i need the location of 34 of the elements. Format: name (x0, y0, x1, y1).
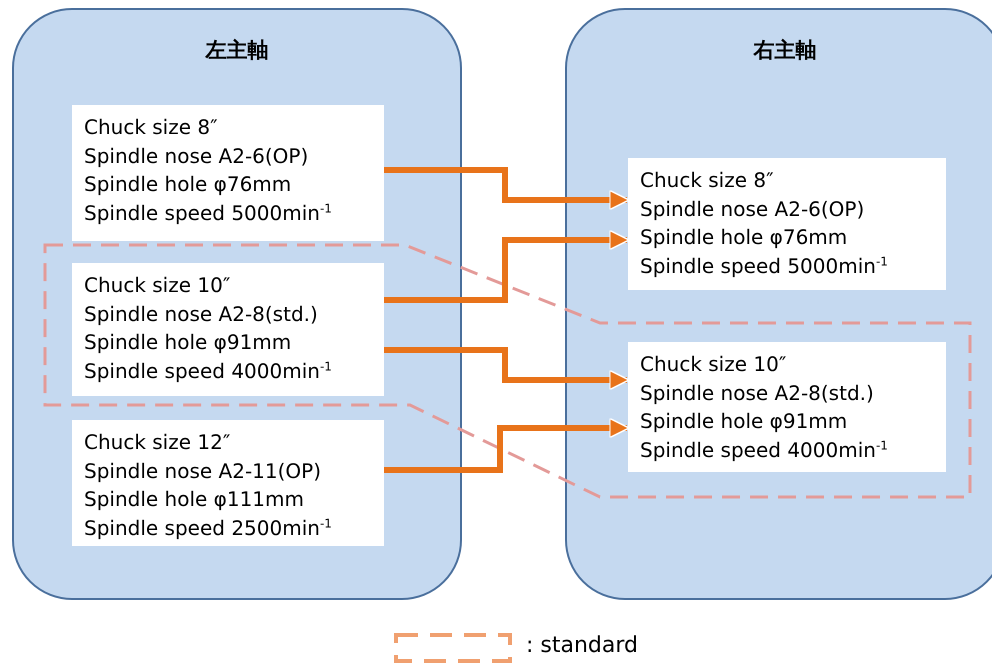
panel-heading: 右主軸 (752, 37, 818, 64)
arrow (384, 347, 630, 390)
spec-line: Chuck size 12″ (84, 429, 232, 456)
spec-line: Spindle hole φ111mm (84, 486, 305, 513)
spec-line: Spindle nose A2-8(std.) (84, 300, 319, 328)
legend-label: : standard (526, 633, 638, 658)
spec-line: Spindle nose A2-6(OP) (640, 196, 866, 222)
spec-line: Spindle hole φ76mm (84, 171, 292, 198)
panel-heading: 左主軸 (204, 37, 270, 64)
panel (565, 8, 992, 600)
spec-line: Spindle nose A2-6(OP) (84, 142, 310, 170)
spec-card (72, 263, 384, 396)
spec-line: Chuck size 10″ (640, 351, 788, 378)
arrow (384, 167, 630, 210)
spec-line: Spindle speed 4000min$^{-1}$ (84, 358, 333, 384)
arrow (384, 230, 630, 303)
spec-card (72, 420, 384, 546)
spec-card (628, 342, 946, 472)
spec-line: Spindle speed 2500min$^{-1}$ (84, 514, 333, 542)
spec-line: Spindle hole φ76mm (640, 224, 848, 251)
panel (12, 8, 462, 600)
spec-line: Spindle hole φ91mm (640, 408, 848, 435)
arrow (384, 418, 630, 473)
spec-line: Chuck size 8″ (84, 114, 219, 141)
spec-line: Spindle speed 5000min$^{-1}$ (84, 200, 333, 226)
spec-card (72, 105, 384, 241)
spec-card (628, 158, 946, 290)
spec-line: Spindle nose A2-11(OP) (84, 458, 322, 484)
spec-line: Spindle speed 5000min$^{-1}$ (640, 252, 889, 280)
spec-line: Chuck size 10″ (84, 272, 232, 299)
spec-line: Spindle nose A2-8(std.) (640, 380, 875, 406)
spec-line: Spindle hole φ91mm (84, 329, 292, 356)
spec-line: Spindle speed 4000min$^{-1}$ (640, 436, 889, 464)
spec-line: Chuck size 8″ (640, 167, 775, 194)
